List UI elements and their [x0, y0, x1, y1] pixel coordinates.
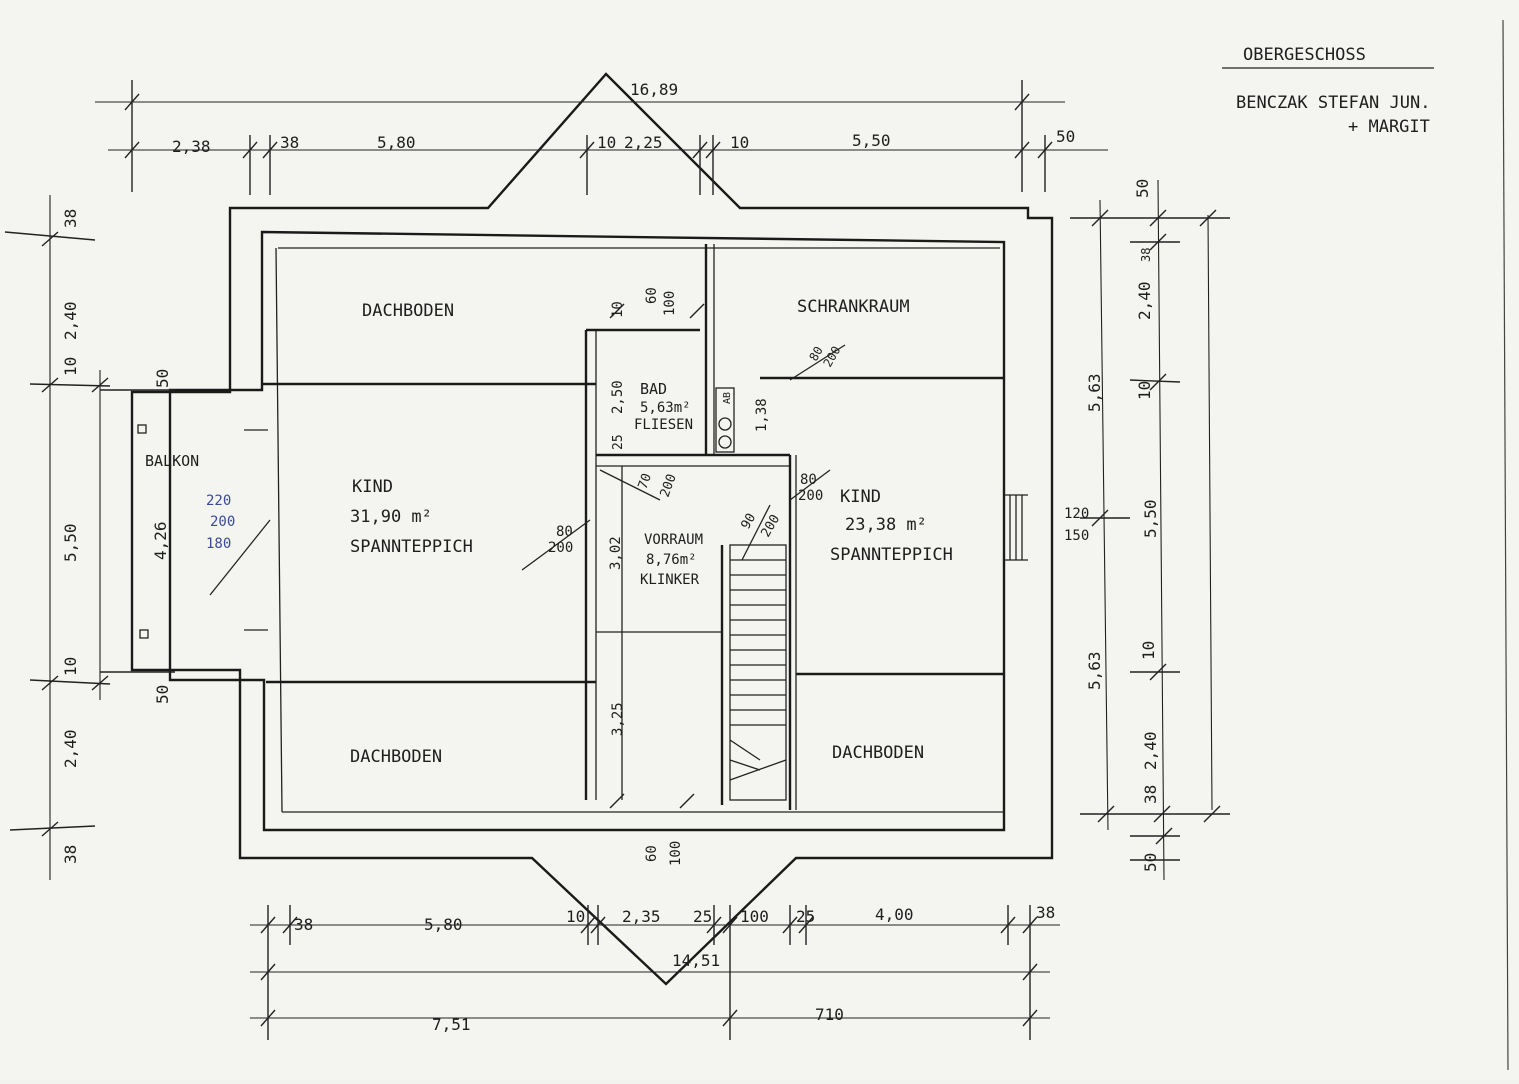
- dim-right-2: 38: [1139, 248, 1153, 262]
- room-schrankraum: SCHRANKRAUM: [797, 297, 910, 317]
- owner-line-2: + MARGIT: [1348, 117, 1430, 137]
- dim-right-5: 5,63: [1085, 373, 1104, 412]
- room-balkon: BALKON: [145, 452, 199, 470]
- dim-bottom-6: 100: [740, 907, 769, 926]
- dim-bottom-right-total: 710: [815, 1005, 844, 1024]
- outer-wall: [130, 72, 1054, 986]
- dim-right-9: 2,40: [1141, 731, 1160, 770]
- dim-right-1: 50: [1133, 179, 1152, 198]
- room-kind-left-floor: SPANNTEPPICH: [350, 537, 473, 557]
- door-top-dim-c: 100: [662, 291, 678, 316]
- balcony-door-dim-b: 200: [210, 514, 235, 530]
- door-vorraum-dim-a: 70: [636, 472, 655, 492]
- balcony-marker: [139, 629, 149, 639]
- dim-left-5: 5,50: [61, 523, 80, 562]
- dim-bottom-left-total: 7,51: [432, 1015, 471, 1034]
- vorraum-height: 3,02: [608, 536, 624, 570]
- dim-top-2: 38: [280, 133, 299, 152]
- door-bottom-dim-a: 60: [644, 845, 660, 862]
- room-bad-floor: FLIESEN: [634, 417, 693, 433]
- page-edge-line: [1502, 19, 1509, 1071]
- dim-left-7: 10: [61, 657, 80, 676]
- dim-left-9: 2,40: [61, 729, 80, 768]
- room-kind-left-area: 31,90 m²: [350, 507, 432, 527]
- room-dachboden-top: DACHBODEN: [362, 301, 454, 321]
- dim-bottom-4: 2,35: [622, 907, 661, 926]
- balcony-marker: [137, 424, 147, 434]
- door-bottom-dim-b: 100: [668, 841, 684, 866]
- dim-top-1: 2,38: [172, 137, 211, 156]
- dim-left-1: 38: [61, 209, 80, 228]
- staircase: [729, 544, 787, 801]
- room-kind-right-area: 23,38 m²: [845, 515, 927, 535]
- lower-height: 3,25: [610, 702, 626, 736]
- owner-line-1: BENCZAK STEFAN JUN.: [1236, 93, 1430, 113]
- dim-top-3: 5,80: [377, 133, 416, 152]
- dim-right-7: 5,63: [1085, 651, 1104, 690]
- dim-left-8: 50: [153, 685, 172, 704]
- dim-line-right-3: [1207, 214, 1213, 811]
- dim-top-7: 5,50: [852, 131, 891, 150]
- schrank-door-dim-a: 80: [806, 344, 825, 364]
- dim-bottom-9: 38: [1036, 903, 1055, 922]
- balcony-door-dim-c: 180: [206, 536, 231, 552]
- room-dachboden-bottom-right: DACHBODEN: [832, 743, 924, 763]
- room-bad-name: BAD: [640, 380, 667, 398]
- dim-left-3: 10: [61, 357, 80, 376]
- dim-bottom-7: 25: [796, 907, 815, 926]
- dim-top-4: 10: [597, 133, 616, 152]
- door-top-dim-b: 60: [644, 287, 660, 304]
- dim-right-11: 50: [1141, 853, 1160, 872]
- room-vorraum-floor: KLINKER: [640, 572, 700, 588]
- dim-bottom-1: 38: [294, 915, 313, 934]
- dim-line-right-2: [1157, 179, 1165, 881]
- door-left-dim-a: 80: [556, 524, 573, 540]
- door-right-dim-b: 200: [798, 488, 823, 504]
- door-vorraum-dim-b: 200: [658, 472, 680, 499]
- sheet-title: OBERGESCHOSS: [1243, 45, 1366, 65]
- window-right-dim-a: 120: [1064, 506, 1089, 522]
- bad-ab: AB: [722, 392, 733, 404]
- dim-left-10: 38: [61, 845, 80, 864]
- bad-25: 25: [611, 434, 626, 450]
- bathroom-fixtures: [715, 387, 735, 453]
- room-kind-right-floor: SPANNTEPPICH: [830, 545, 953, 565]
- dim-top-overall: 16,89: [630, 80, 678, 99]
- inner-wall: [168, 230, 1006, 832]
- dim-left-4: 50: [153, 369, 172, 388]
- dim-top-8: 50: [1056, 127, 1075, 146]
- room-vorraum-name: VORRAUM: [644, 532, 703, 548]
- dim-bottom-overall: 14,51: [672, 951, 720, 970]
- dim-bottom-8: 4,00: [875, 905, 914, 924]
- dim-right-4: 10: [1135, 381, 1154, 400]
- stair-dim-b: 200: [758, 512, 783, 540]
- dim-right-6: 5,50: [1141, 499, 1160, 538]
- dim-bottom-3: 10: [566, 907, 585, 926]
- room-kind-left-name: KIND: [352, 477, 393, 497]
- room-kind-right-name: KIND: [840, 487, 881, 507]
- door-left-dim-b: 200: [548, 540, 573, 556]
- room-bad-area: 5,63m²: [640, 400, 691, 416]
- stair-dim-a: 90: [738, 511, 759, 532]
- window-right-dim-b: 150: [1064, 528, 1089, 544]
- dim-right-8: 10: [1139, 641, 1158, 660]
- dim-bottom-2: 5,80: [424, 915, 463, 934]
- bad-height: 2,50: [610, 380, 626, 414]
- balcony-door-dim-a: 220: [206, 493, 231, 509]
- dim-top-6: 10: [730, 133, 749, 152]
- bad-width: 1,38: [754, 398, 770, 432]
- dim-right-10: 38: [1141, 785, 1160, 804]
- dim-left-2: 2,40: [61, 301, 80, 340]
- dim-line-right-1: [1099, 199, 1109, 831]
- room-vorraum-area: 8,76m²: [646, 552, 697, 568]
- door-right-dim-a: 80: [800, 472, 817, 488]
- dim-bottom-5: 25: [693, 907, 712, 926]
- dim-left-6: 4,26: [151, 521, 170, 560]
- room-dachboden-bottom-left: DACHBODEN: [350, 747, 442, 767]
- dim-right-3: 2,40: [1135, 281, 1154, 320]
- dim-top-5: 2,25: [624, 133, 663, 152]
- knee-wall-left: [275, 247, 283, 813]
